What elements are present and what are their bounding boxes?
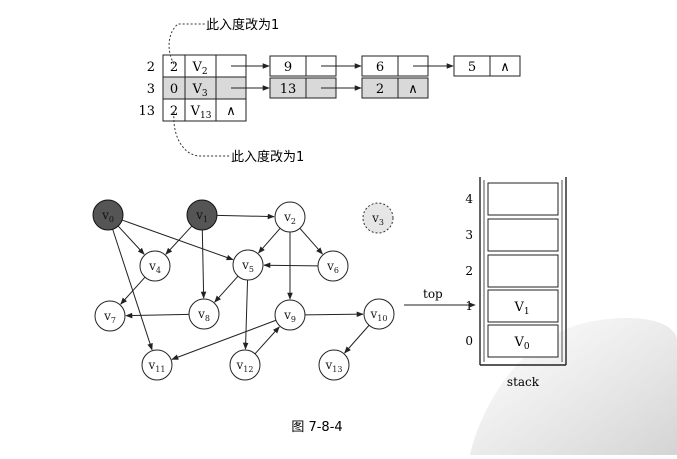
edge-v9-v10 (304, 311, 364, 318)
edge-node-value: 6 (376, 60, 384, 75)
row-index: 3 (147, 82, 155, 97)
edge-v5-v8 (214, 275, 239, 303)
node-v8: v8 (188, 298, 220, 330)
stack-slot (487, 182, 559, 216)
node-label: v0 (101, 208, 114, 224)
node-v5: v5 (232, 249, 264, 281)
stack-index: 0 (465, 334, 473, 348)
node-label: v11 (148, 358, 166, 374)
top-pointer-label: top (423, 287, 443, 301)
stack-slot (487, 289, 559, 323)
node-v6: v6 (317, 250, 349, 282)
stack-slot-value: V1 (513, 300, 529, 317)
vertex-cell: V13 (190, 104, 212, 121)
watermark-stamp (470, 318, 677, 455)
edge-v0-v5 (121, 219, 234, 261)
edge-v4-v7 (120, 276, 146, 305)
stack-slot (487, 218, 559, 252)
edge-v0-v4 (117, 225, 145, 255)
row-index: 13 (138, 104, 155, 119)
vertex-cell: V2 (191, 60, 207, 77)
adjacency-list: 2 3 13 2 0 2 V2 V3 V13 ∧ 9 6 5 (138, 17, 521, 165)
in-degree-cell: 0 (170, 82, 178, 97)
vertex-cell: V3 (191, 82, 207, 99)
edge-node-value: 2 (376, 82, 384, 97)
node-label: v2 (283, 210, 296, 226)
in-degree-cell: 2 (170, 104, 178, 119)
edge-node-value: 5 (468, 60, 476, 75)
edge-v0-v11 (112, 229, 153, 351)
stack-caption: stack (507, 375, 540, 389)
null-pointer-symbol: ∧ (500, 60, 510, 75)
node-v11: v11 (141, 349, 173, 381)
node-label: v6 (326, 259, 339, 275)
edge-v6-v5 (263, 262, 319, 269)
stack: 4 3 2 1 V1 0 V0 top stack (404, 177, 567, 389)
edge-v1-v8 (200, 229, 207, 299)
in-degree-cell: 2 (170, 60, 178, 75)
stack-slot (487, 254, 559, 288)
edge-v1-v4 (165, 225, 193, 255)
edge-v1-v2 (216, 213, 275, 220)
highlighted-row (163, 77, 246, 99)
node-label: v1 (195, 208, 208, 224)
annotation-bottom: 此入度改为1 (231, 149, 304, 165)
null-pointer-symbol: ∧ (226, 104, 236, 119)
node-label: v12 (236, 358, 254, 374)
node-v10: v10 (363, 298, 395, 330)
edge-node-value: 9 (284, 60, 292, 75)
node-label: v13 (325, 358, 343, 374)
stack-index: 3 (465, 228, 473, 242)
graph-nodes: v0 v1 v2 v3 v4 v5 v6 v7 v8 v9 v10 v11 v12 v13 (92, 199, 395, 381)
edge-v8-v7 (125, 312, 190, 319)
graph-edges (112, 213, 370, 360)
node-label: v8 (197, 307, 210, 323)
node-v7: v7 (94, 300, 126, 332)
node-v0: v0 (92, 199, 124, 231)
row-index: 2 (147, 60, 155, 75)
stack-index: 2 (465, 264, 473, 278)
node-v1: v1 (186, 199, 218, 231)
node-v12: v12 (229, 349, 261, 381)
edge-v2-v6 (299, 227, 323, 255)
edge-v10-v13 (344, 324, 370, 354)
node-v2: v2 (274, 201, 306, 233)
node-v13: v13 (318, 349, 350, 381)
node-v4: v4 (139, 250, 171, 282)
edge-node-value: 13 (280, 82, 297, 97)
stack-index: 4 (465, 192, 473, 206)
edge-v9-v11 (171, 319, 277, 360)
edge-v2-v5 (258, 227, 281, 254)
null-pointer-symbol: ∧ (408, 82, 418, 97)
figure-caption: 图 7-8-4 (291, 420, 342, 435)
node-v3: v3 (362, 202, 394, 234)
node-label: v10 (370, 307, 388, 323)
node-label: v4 (148, 259, 161, 275)
node-label: v5 (241, 258, 254, 274)
annotation-top: 此入度改为1 (206, 17, 279, 33)
edge-v5-v12 (242, 279, 249, 350)
node-v9: v9 (274, 299, 306, 331)
stack-index: 1 (465, 299, 473, 313)
node-label: v9 (283, 308, 296, 324)
node-label: v3 (371, 211, 384, 227)
stack-slot-value: V0 (513, 335, 529, 352)
stack-slot (487, 324, 559, 358)
edge-v12-v9 (254, 326, 280, 355)
node-label: v7 (103, 309, 116, 325)
